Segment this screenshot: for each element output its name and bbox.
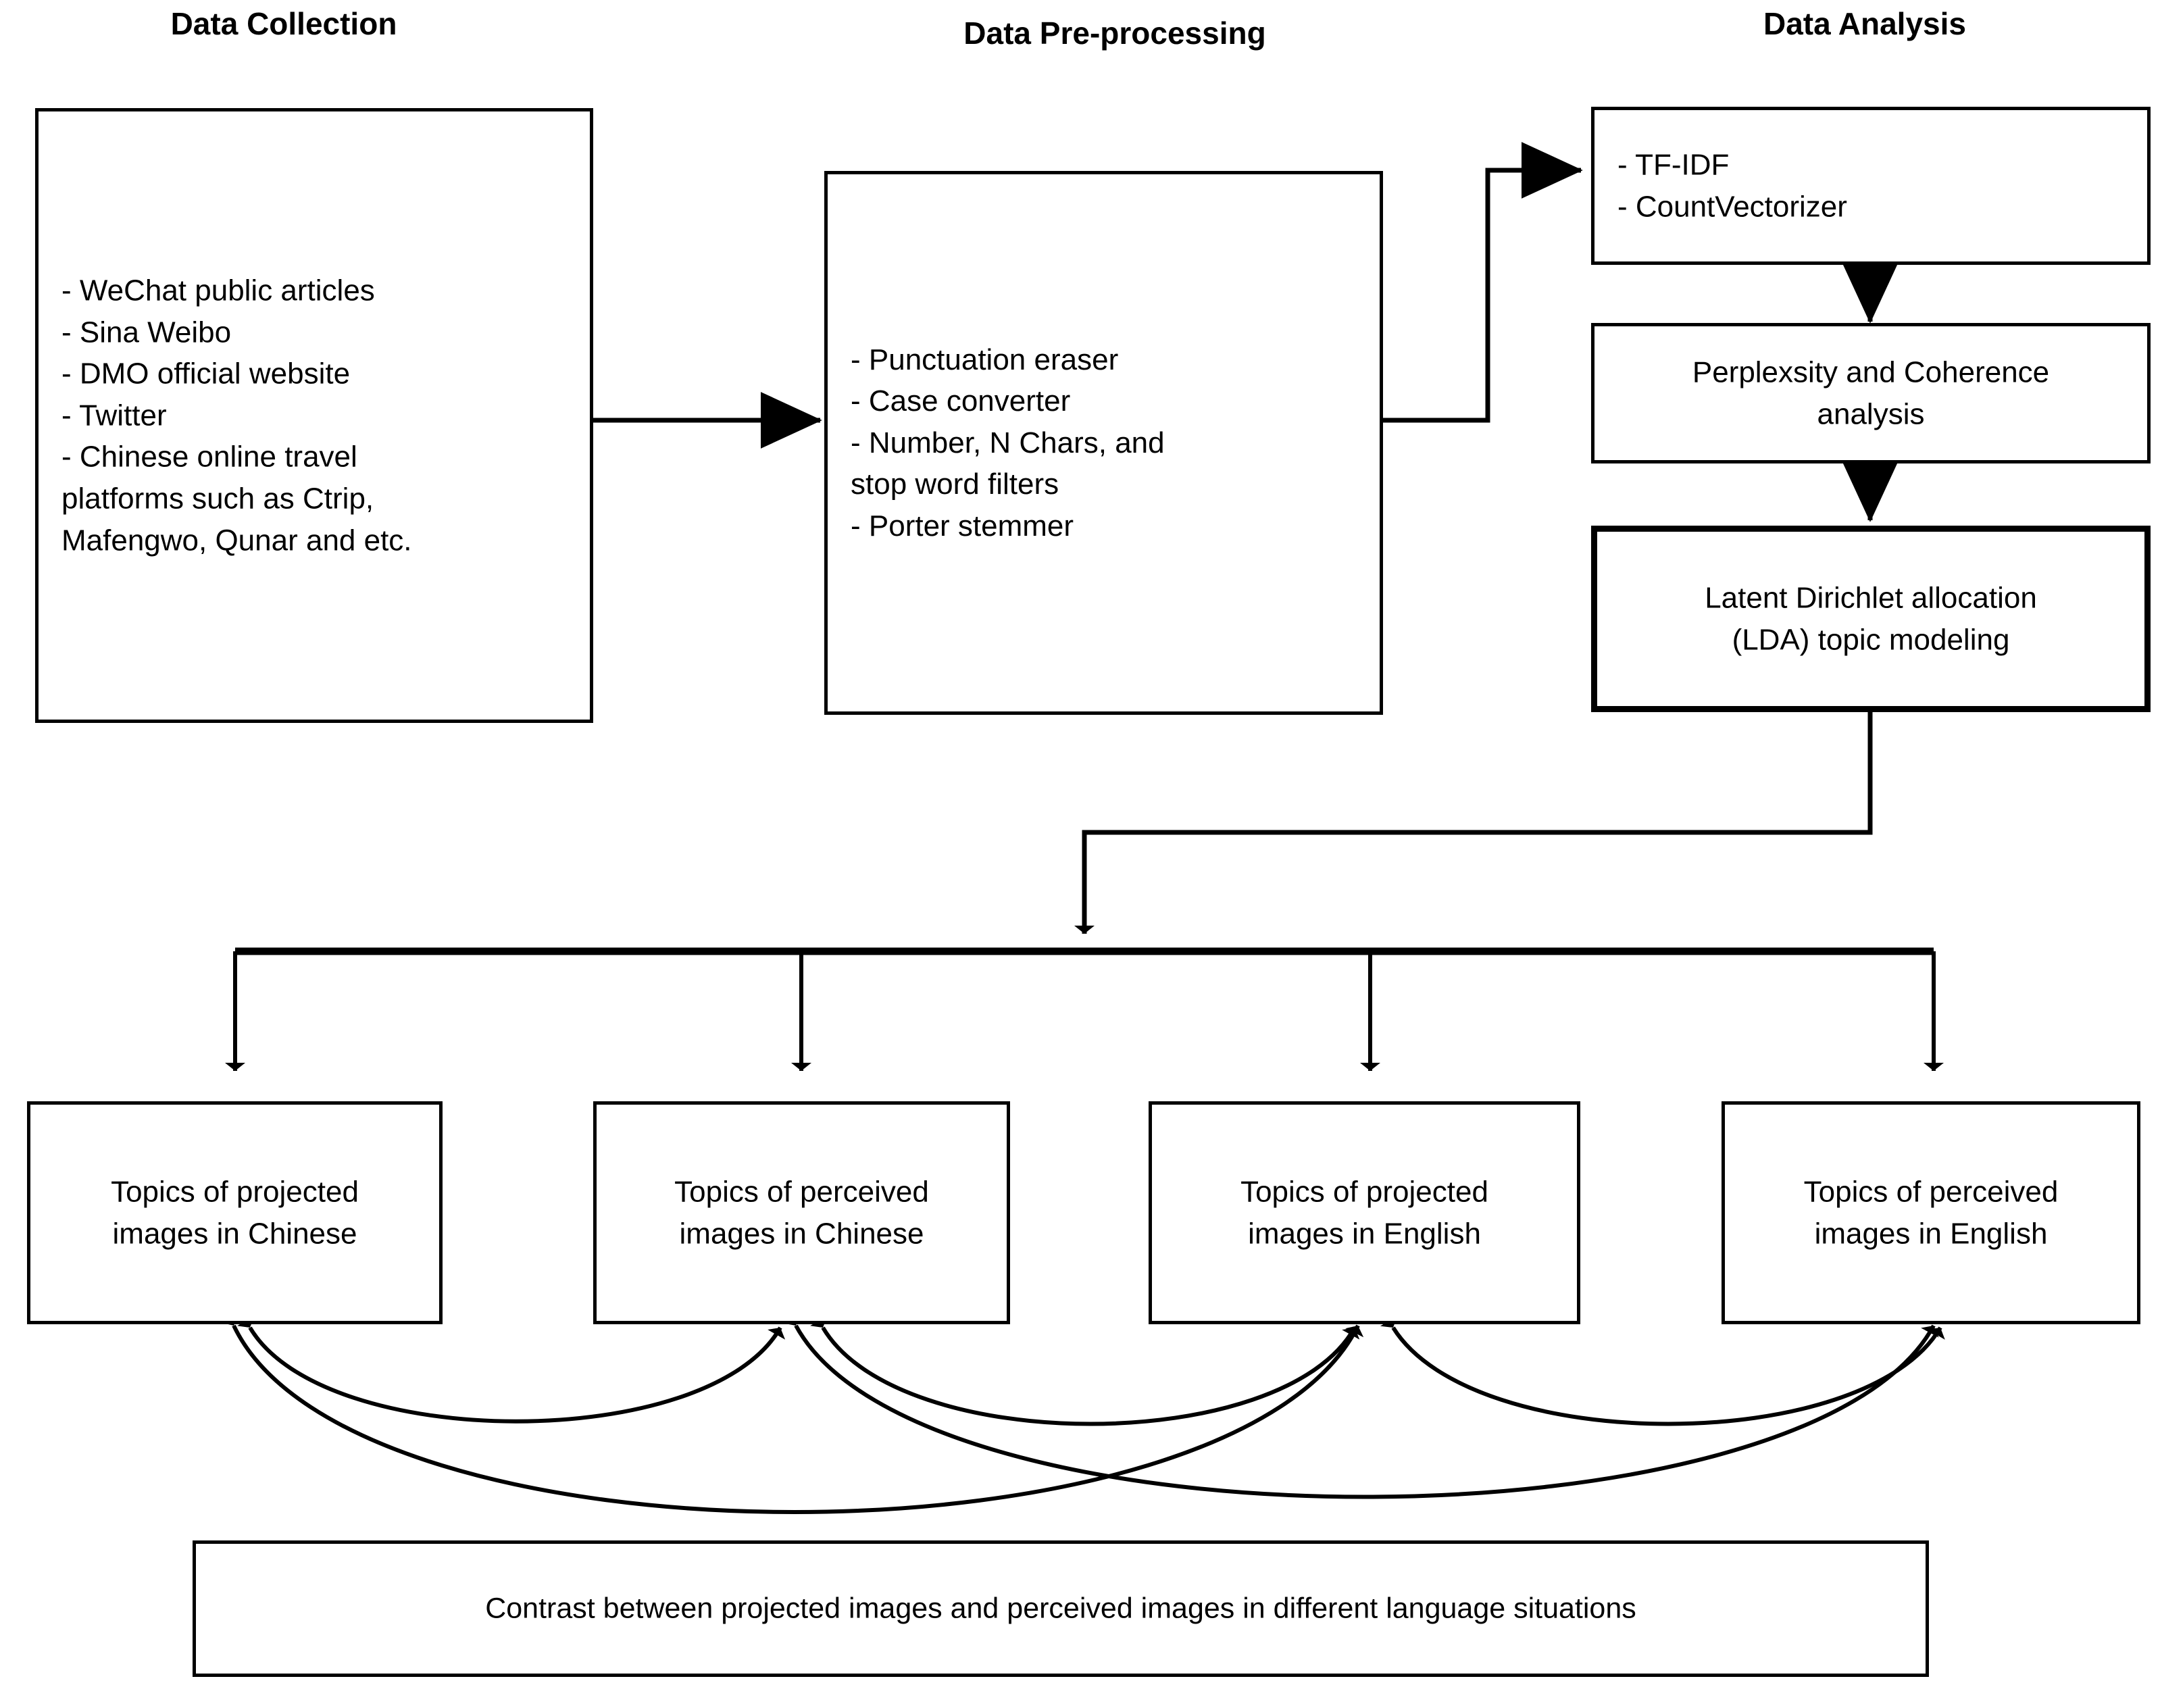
node-vectorizers-text: - TF-IDF - CountVectorizer [1617, 148, 1847, 223]
edge-preprocessing-to-vectorizers [1383, 142, 1583, 423]
node-data-preprocessing[interactable]: - Punctuation eraser - Case converter - … [824, 171, 1383, 715]
edge-topic1-topic2 [236, 1315, 786, 1424]
node-data-preprocessing-text: - Punctuation eraser - Case converter - … [851, 343, 1165, 543]
edge-topic2-topic4 [783, 1313, 1939, 1499]
node-topics-perceived-chinese[interactable]: Topics of perceived images in Chinese [593, 1101, 1010, 1324]
node-contrast-summary-text: Contrast between projected images and pe… [485, 1592, 1636, 1625]
node-perplexity-coherence[interactable]: Perplexsity and Coherence analysis [1591, 323, 2151, 463]
column-header-data-preprocessing: Data Pre-processing [963, 16, 1266, 51]
node-topics-perceived-chinese-text: Topics of perceived images in Chinese [674, 1175, 929, 1250]
node-topics-projected-english-text: Topics of projected images in English [1240, 1175, 1488, 1250]
column-header-data-collection: Data Collection [170, 6, 397, 41]
edge-topic3-topic4 [1380, 1315, 1945, 1426]
edge-topic1-topic3 [221, 1313, 1364, 1514]
column-header-data-analysis: Data Analysis [1763, 6, 1966, 41]
node-perplexity-coherence-text: Perplexsity and Coherence analysis [1692, 355, 2050, 430]
edge-lda-to-topic-bus [1074, 711, 1873, 934]
node-lda-topic-modeling[interactable]: Latent Dirichlet allocation (LDA) topic … [1591, 526, 2151, 712]
node-contrast-summary[interactable]: Contrast between projected images and pe… [193, 1540, 1929, 1677]
node-topics-perceived-english-text: Topics of perceived images in English [1803, 1175, 2059, 1250]
edge-topic2-topic3 [809, 1315, 1360, 1426]
node-topics-projected-english[interactable]: Topics of projected images in English [1149, 1101, 1580, 1324]
node-data-collection[interactable]: - WeChat public articles - Sina Weibo - … [35, 108, 593, 723]
node-topics-perceived-english[interactable]: Topics of perceived images in English [1722, 1101, 2140, 1324]
node-topics-projected-chinese[interactable]: Topics of projected images in Chinese [27, 1101, 443, 1324]
node-vectorizers[interactable]: - TF-IDF - CountVectorizer [1591, 107, 2151, 265]
topic-distribution-bus [225, 947, 1944, 1071]
node-lda-topic-modeling-text: Latent Dirichlet allocation (LDA) topic … [1705, 581, 2037, 656]
node-topics-projected-chinese-text: Topics of projected images in Chinese [111, 1175, 359, 1250]
node-data-collection-text: - WeChat public articles - Sina Weibo - … [61, 274, 412, 557]
